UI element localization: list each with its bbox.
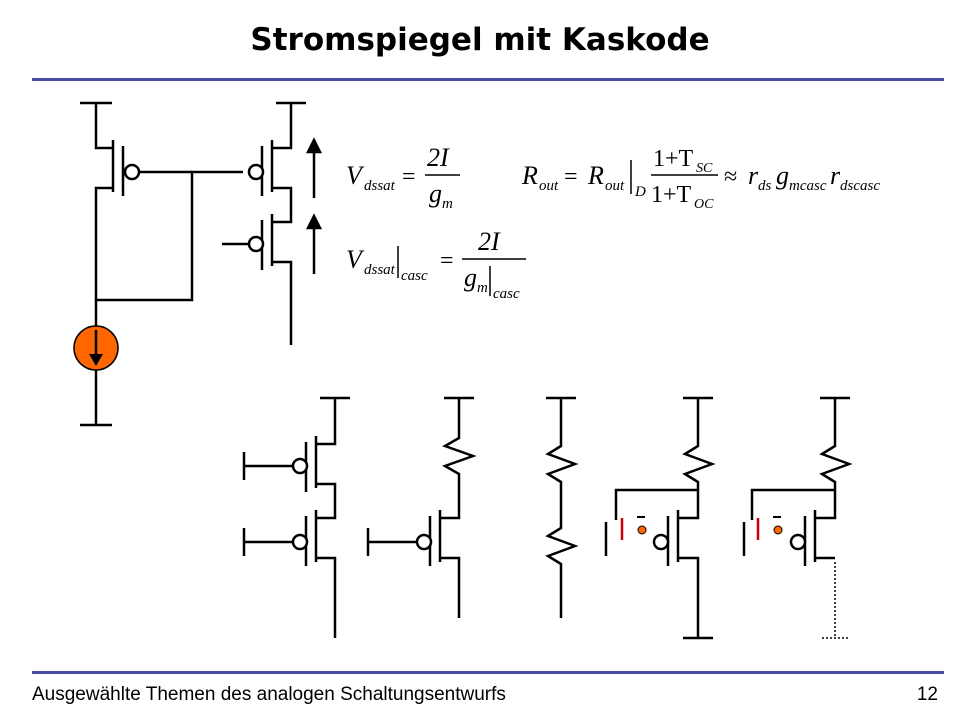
model-step-resistors <box>545 396 579 618</box>
svg-text:g: g <box>464 263 477 292</box>
svg-text:casc: casc <box>493 286 520 302</box>
svg-text:R: R <box>587 161 604 190</box>
svg-text:=: = <box>564 164 578 190</box>
cascode-output-wire <box>272 260 293 345</box>
equation-vdssat: V dssat = 2I g m <box>346 143 460 212</box>
equation-vdssat-casc: V dssat casc = 2I g m casc <box>346 227 526 302</box>
svg-text:R: R <box>521 161 538 190</box>
right-upper-gate-bubble <box>247 163 265 181</box>
current-arrow-down-icon <box>89 354 103 366</box>
svg-text:ds: ds <box>758 178 772 194</box>
svg-text:casc: casc <box>401 268 428 284</box>
left-gate-bubble <box>123 163 141 181</box>
left-gate-feedback-wire <box>94 170 243 302</box>
svg-text:V: V <box>346 245 365 274</box>
node-dot-right <box>773 525 783 535</box>
svg-text:m: m <box>442 196 453 212</box>
right-upper-drain-wire <box>272 103 293 150</box>
svg-text:OC: OC <box>694 197 714 212</box>
svg-text:D: D <box>634 184 646 200</box>
cascode-link-wire <box>272 186 293 224</box>
svg-text:V: V <box>346 161 365 190</box>
left-drain-wire <box>94 103 113 150</box>
footer-divider <box>32 671 944 674</box>
svg-text:=: = <box>402 164 416 190</box>
cascode-model-sequence <box>242 396 853 640</box>
polarity-markers <box>620 516 783 540</box>
voltage-arrows <box>305 137 323 274</box>
equation-rout: R out = R out D 1+T SC 1+T OC ≈ r ds g m… <box>521 146 880 212</box>
svg-text:r: r <box>830 161 841 190</box>
slide-title: Stromspiegel mit Kaskode <box>250 22 710 58</box>
model-step-open-output <box>742 396 853 639</box>
title-divider <box>32 78 944 81</box>
svg-text:g: g <box>776 161 789 190</box>
model-step-cascode-pair <box>242 396 350 638</box>
svg-text:1+T: 1+T <box>651 182 692 208</box>
svg-text:dssat: dssat <box>364 178 396 194</box>
model-step-node-feedback <box>604 396 716 640</box>
current-mirror-circuit <box>80 101 306 427</box>
svg-text:r: r <box>748 161 759 190</box>
svg-text:≈: ≈ <box>724 164 737 190</box>
svg-text:out: out <box>539 178 559 194</box>
node-dot-left <box>637 525 647 535</box>
svg-text:mcasc: mcasc <box>789 178 827 194</box>
svg-text:m: m <box>477 280 488 296</box>
vdsat-arrow-up-icon <box>305 137 323 154</box>
current-source <box>73 325 119 371</box>
svg-text:out: out <box>605 178 625 194</box>
cascode-gate-bubble <box>247 235 265 253</box>
footer-course-title: Ausgewählte Themen des analogen Schaltun… <box>32 684 506 705</box>
svg-text:=: = <box>440 248 454 274</box>
svg-text:g: g <box>429 179 442 208</box>
page-number: 12 <box>916 684 938 705</box>
model-step-resistor-transistor <box>366 396 477 618</box>
svg-text:1+T: 1+T <box>653 146 694 172</box>
svg-text:SC: SC <box>696 161 713 176</box>
svg-text:2I: 2I <box>478 227 501 256</box>
svg-text:dssat: dssat <box>364 262 396 278</box>
svg-text:dscasc: dscasc <box>840 178 880 194</box>
svg-text:2I: 2I <box>427 143 450 172</box>
vdsat-casc-arrow-up-icon <box>305 213 323 230</box>
